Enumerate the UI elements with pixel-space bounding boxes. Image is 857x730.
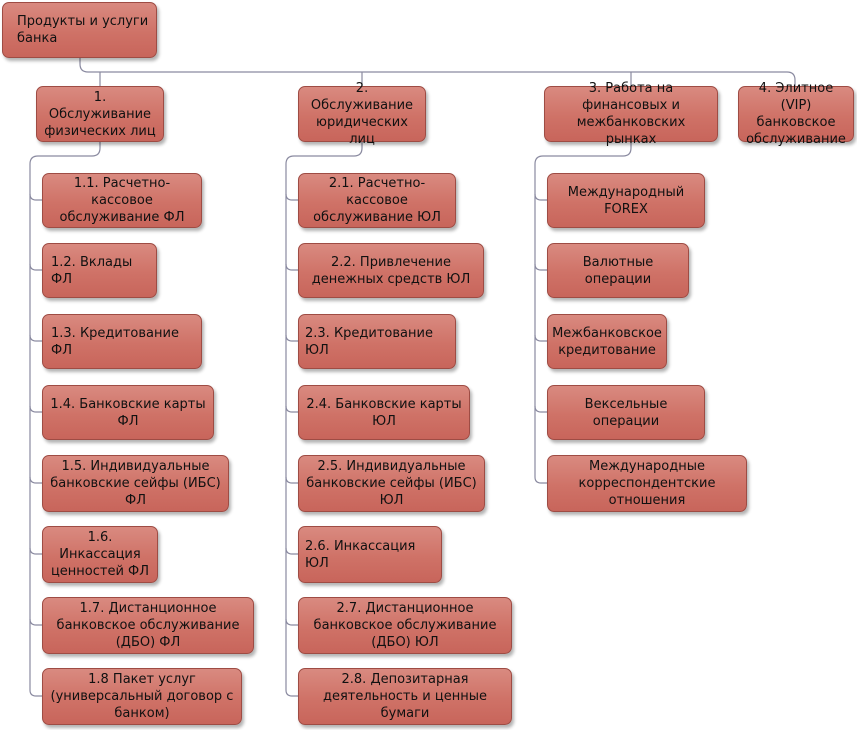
col2-branch-3 bbox=[285, 334, 298, 342]
col1-branch-1 bbox=[29, 193, 42, 201]
column-header-legal-entities: 2. Обслуживание юридических лиц bbox=[298, 81, 426, 147]
item-label: 2.3. Кредитование ЮЛ bbox=[305, 325, 433, 358]
column-header-financial-markets: 3. Работа на финансовых и межбанковских … bbox=[544, 81, 718, 147]
item-label: Межбанковское кредитование bbox=[552, 325, 662, 358]
item-label: 2.6. Инкассация ЮЛ bbox=[305, 538, 416, 571]
column-header-vip: 4. Элитное (VIP) банковское обслуживание bbox=[738, 81, 854, 147]
col1-branch-7 bbox=[29, 618, 42, 626]
item-label: 2.8. Депозитарная деятельность и ценные … bbox=[322, 672, 487, 721]
item-1-3: 1.3. Кредитование ФЛ bbox=[42, 314, 202, 369]
item-3-4: Вексельные операции bbox=[547, 385, 705, 440]
item-label: Международные корреспондентские отношени… bbox=[578, 459, 716, 508]
item-label: Вексельные операции bbox=[584, 396, 668, 429]
col1-branch-4 bbox=[29, 405, 42, 413]
column-header-individuals: 1. Обслуживание физических лиц bbox=[36, 86, 164, 142]
col2-branch-2 bbox=[285, 263, 298, 271]
col2-branch-5 bbox=[285, 476, 298, 484]
item-2-6: 2.6. Инкассация ЮЛ bbox=[298, 526, 442, 583]
column-header-label: 3. Работа на финансовых и межбанковских … bbox=[576, 81, 686, 147]
col1-branch-5 bbox=[29, 476, 42, 484]
item-1-1: 1.1. Расчетно-кассовое обслуживание ФЛ bbox=[42, 173, 202, 228]
col2-branch-7 bbox=[285, 618, 298, 626]
item-2-4: 2.4. Банковские карты ЮЛ bbox=[298, 385, 470, 440]
col1-spine bbox=[29, 142, 101, 690]
item-1-4: 1.4. Банковские карты ФЛ bbox=[42, 385, 214, 440]
col1-branch-6 bbox=[29, 547, 42, 555]
item-label: 1.6. Инкассация ценностей ФЛ bbox=[50, 530, 150, 579]
item-3-3: Межбанковское кредитование bbox=[547, 314, 667, 369]
item-label: 2.7. Дистанционное банковское обслуживан… bbox=[313, 601, 497, 650]
item-1-6: 1.6. Инкассация ценностей ФЛ bbox=[42, 526, 158, 583]
item-3-2: Валютные операции bbox=[547, 243, 689, 298]
item-2-2: 2.2. Привлечение денежных средств ЮЛ bbox=[298, 243, 484, 298]
column-header-label: 2. Обслуживание юридических лиц bbox=[310, 81, 414, 147]
item-label: 1.4. Банковские карты ФЛ bbox=[50, 396, 206, 429]
col1-branch-3 bbox=[29, 334, 42, 342]
item-label: 2.1. Расчетно-кассовое обслуживание ЮЛ bbox=[313, 176, 441, 225]
item-1-5: 1.5. Индивидуальные банковские сейфы (ИБ… bbox=[42, 455, 229, 512]
item-1-8: 1.8 Пакет услуг (универсальный договор с… bbox=[42, 668, 242, 725]
item-label: 1.1. Расчетно-кассовое обслуживание ФЛ bbox=[59, 176, 185, 225]
col1-branch-8 bbox=[29, 689, 42, 697]
item-label: 1.8 Пакет услуг (универсальный договор с… bbox=[50, 672, 234, 721]
col3-branch-1 bbox=[534, 193, 547, 201]
item-label: 1.3. Кредитование ФЛ bbox=[51, 325, 179, 358]
root-bus-line bbox=[79, 58, 796, 86]
root-node: Продукты и услуги банка bbox=[2, 2, 157, 58]
item-1-2: 1.2. Вклады ФЛ bbox=[42, 243, 157, 298]
col3-branch-4 bbox=[534, 405, 547, 413]
column-header-label: 1. Обслуживание физических лиц bbox=[44, 89, 156, 139]
item-2-7: 2.7. Дистанционное банковское обслуживан… bbox=[298, 597, 512, 654]
item-label: 1.7. Дистанционное банковское обслуживан… bbox=[56, 601, 240, 650]
item-1-7: 1.7. Дистанционное банковское обслуживан… bbox=[42, 597, 254, 654]
root-label: Продукты и услуги банка bbox=[17, 14, 149, 46]
col2-spine bbox=[285, 142, 363, 690]
col3-spine bbox=[534, 142, 632, 477]
item-label: 1.5. Индивидуальные банковские сейфы (ИБ… bbox=[50, 459, 221, 508]
item-3-1: Международный FOREX bbox=[547, 173, 705, 228]
item-label: 2.2. Привлечение денежных средств ЮЛ bbox=[311, 254, 471, 287]
col3-branch-5 bbox=[534, 476, 547, 484]
col3-branch-3 bbox=[534, 334, 547, 342]
item-2-5: 2.5. Индивидуальные банковские сейфы (ИБ… bbox=[298, 455, 485, 512]
col3-branch-2 bbox=[534, 263, 547, 271]
item-3-5: Международные корреспондентские отношени… bbox=[547, 455, 747, 512]
item-label: 2.5. Индивидуальные банковские сейфы (ИБ… bbox=[306, 459, 477, 508]
col2-branch-8 bbox=[285, 689, 298, 697]
item-label: Международный FOREX bbox=[567, 184, 685, 217]
item-label: Валютные операции bbox=[582, 254, 654, 287]
col2-branch-1 bbox=[285, 193, 298, 201]
col2-branch-4 bbox=[285, 405, 298, 413]
item-2-8: 2.8. Депозитарная деятельность и ценные … bbox=[298, 668, 512, 725]
column-header-label: 4. Элитное (VIP) банковское обслуживание bbox=[746, 81, 846, 147]
col2-branch-6 bbox=[285, 547, 298, 555]
item-2-1: 2.1. Расчетно-кассовое обслуживание ЮЛ bbox=[298, 173, 456, 228]
col1-branch-2 bbox=[29, 263, 42, 271]
item-label: 1.2. Вклады ФЛ bbox=[51, 254, 133, 287]
item-label: 2.4. Банковские карты ЮЛ bbox=[306, 396, 462, 429]
item-2-3: 2.3. Кредитование ЮЛ bbox=[298, 314, 456, 369]
